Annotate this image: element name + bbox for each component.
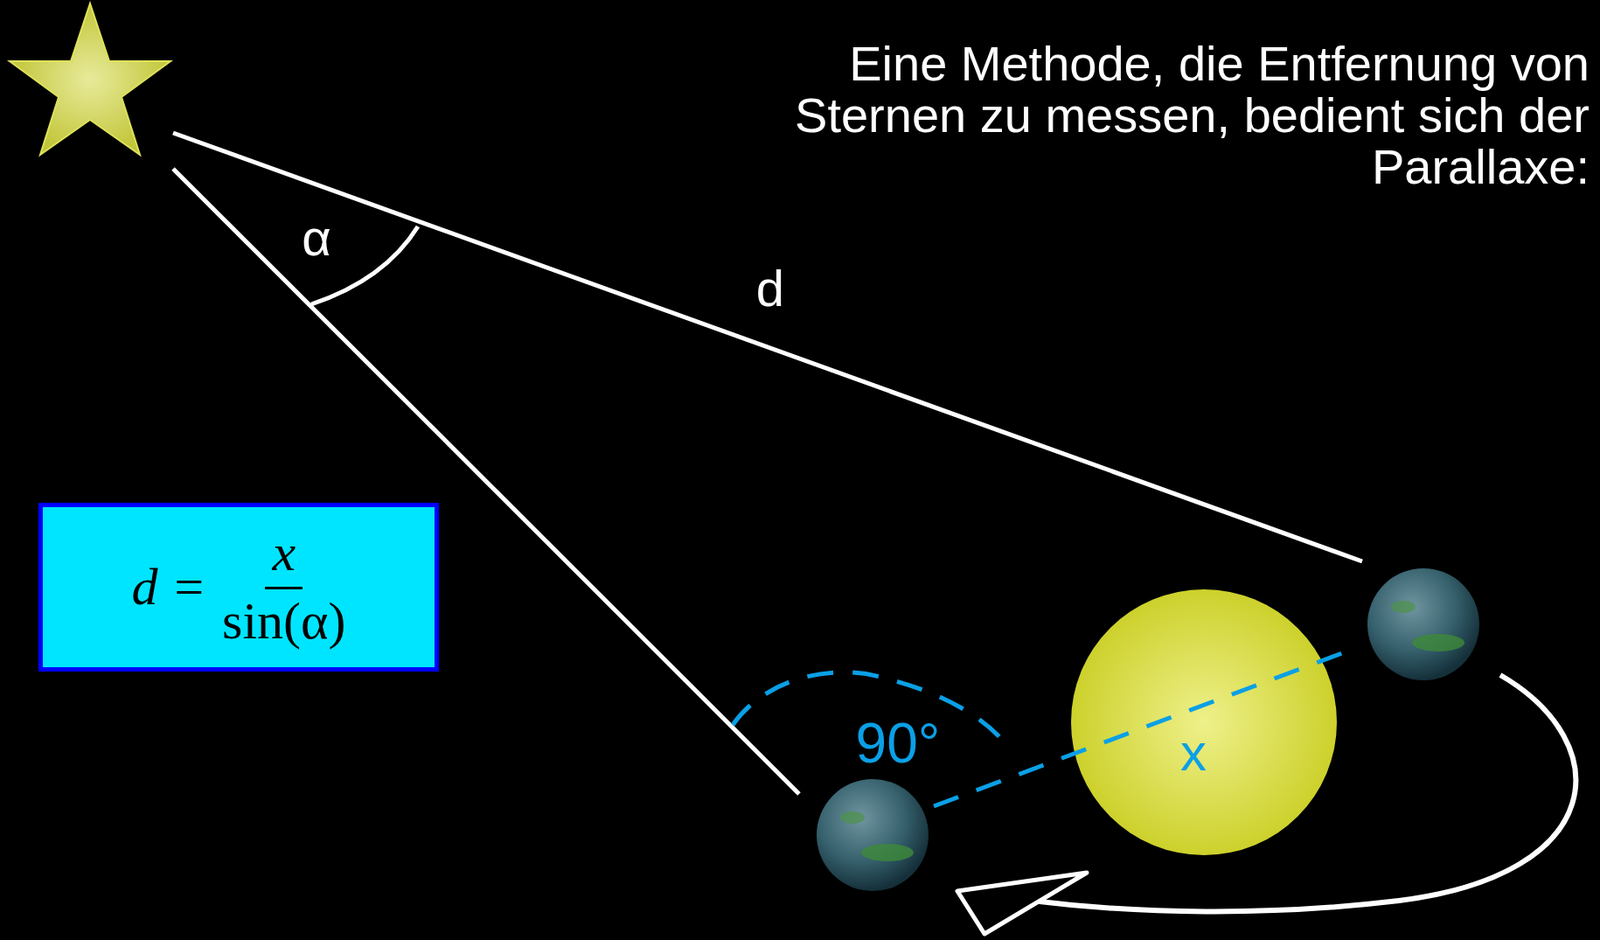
angle-label: α (301, 212, 332, 264)
denominator: sin(α) (222, 589, 346, 652)
orbit-arrow (1031, 674, 1576, 912)
earth (816, 779, 929, 891)
fraction: xsin(α) (222, 522, 346, 652)
formula-box: d =xsin(α) (38, 502, 439, 672)
arrow-head (957, 872, 1087, 934)
numerator: x (264, 522, 303, 590)
formula-lhs: d = (132, 556, 208, 618)
distance-label: d (756, 263, 785, 314)
baseline-label: x (1180, 726, 1207, 780)
sun (1071, 589, 1337, 856)
angle-label: 90° (855, 715, 941, 772)
sight-line (173, 168, 800, 794)
earth (1367, 568, 1480, 681)
heading-text: Eine Methode, die Entfernung von Sternen… (767, 38, 1590, 193)
star (9, 3, 171, 155)
